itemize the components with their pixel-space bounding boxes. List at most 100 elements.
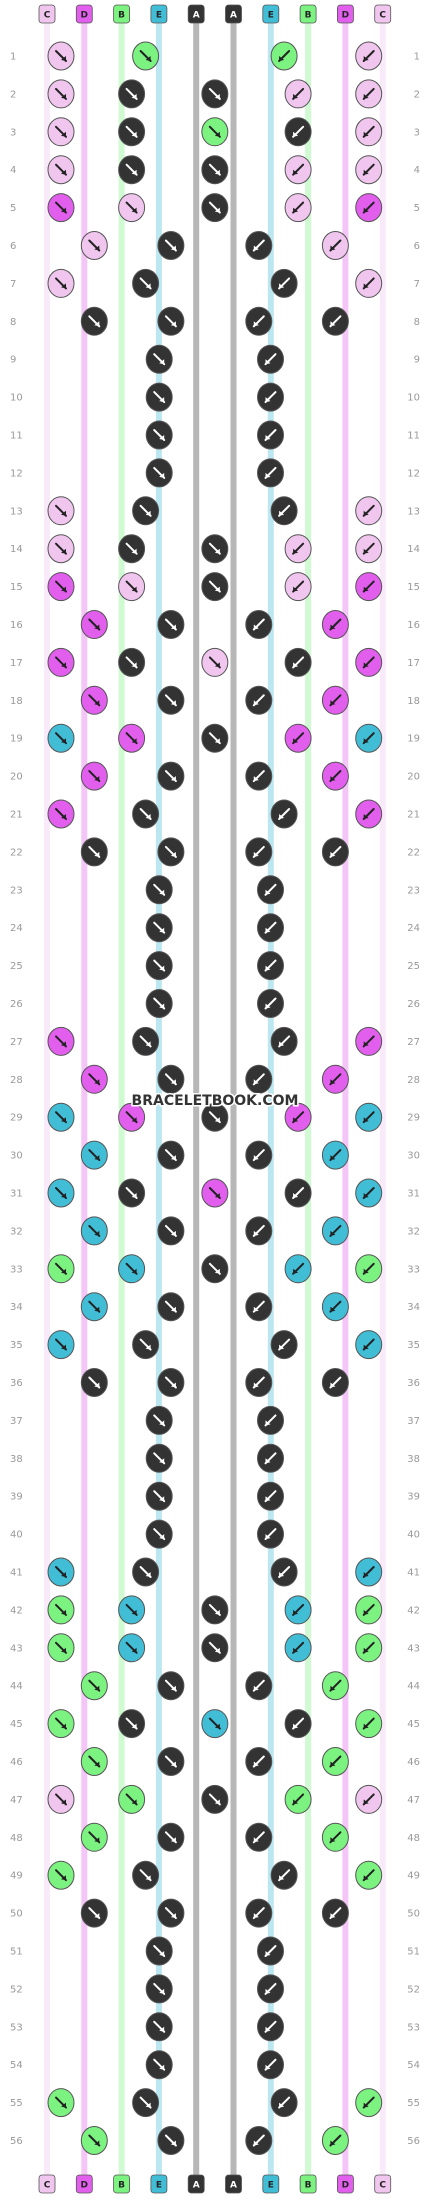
knot-arrowhead	[253, 700, 259, 706]
knot-arrowhead	[94, 1155, 100, 1161]
knot-arrowhead	[330, 1913, 336, 1919]
row-number-left: 27	[10, 1037, 23, 1048]
bottom-strand-label: A	[230, 2181, 237, 2191]
knot-arrowhead	[330, 851, 336, 857]
row-number-left: 18	[10, 696, 23, 707]
row-number-right: 47	[407, 1795, 420, 1806]
knot-arrowhead	[214, 738, 220, 744]
row-number-right: 53	[407, 2022, 420, 2033]
knot-arrowhead	[159, 927, 165, 933]
bottom-strand-label: D	[81, 2181, 88, 2191]
knot-arrowhead	[61, 1268, 66, 1274]
row-number-left: 50	[10, 1909, 23, 1920]
knot-arrowhead	[293, 1268, 299, 1274]
row-number-left: 7	[10, 279, 16, 290]
knot-arrowhead	[131, 1193, 137, 1198]
top-strand-label: B	[118, 11, 125, 21]
knot-arrowhead	[363, 169, 369, 175]
bottom-label-swatch	[374, 2174, 392, 2194]
row-number-left: 47	[10, 1795, 23, 1806]
bottom-label-swatch	[187, 2174, 205, 2194]
knot-arrowhead	[61, 1723, 66, 1729]
row-number-right: 42	[407, 1605, 420, 1616]
knot-arrowhead	[61, 1799, 66, 1805]
knot-arrowhead	[265, 1496, 271, 1502]
row-number-left: 31	[10, 1189, 23, 1200]
knot-arrowhead	[131, 93, 137, 99]
row-number-left: 22	[10, 847, 23, 858]
knot-arrowhead	[159, 1003, 165, 1009]
knot-arrowhead	[363, 586, 369, 592]
knot-arrowhead	[61, 1041, 66, 1047]
knot-arrowhead	[293, 1723, 299, 1729]
knot-arrowhead	[265, 1951, 271, 1956]
top-strand-label: E	[156, 11, 162, 21]
top-strand-label: C	[44, 11, 51, 21]
knot-arrowhead	[131, 548, 137, 554]
knot-arrowhead	[94, 1382, 100, 1388]
knot-arrowhead	[253, 245, 259, 251]
watermark: BRACELETBOOK.COM	[132, 1093, 299, 1109]
row-number-left: 33	[10, 1264, 23, 1275]
row-number-right: 40	[407, 1530, 420, 1541]
top-label-swatch	[187, 4, 205, 24]
row-number-left: 40	[10, 1530, 23, 1541]
knot-arrowhead	[253, 624, 259, 630]
top-label-swatch	[225, 4, 242, 24]
knot-arrowhead	[293, 738, 299, 744]
bottom-label-swatch	[150, 2174, 168, 2194]
row-number-left: 49	[10, 1871, 23, 1882]
knot-arrowhead	[214, 1609, 220, 1615]
knot-arrowhead	[253, 1837, 259, 1843]
row-number-right: 30	[407, 1151, 420, 1162]
row-number-right: 7	[414, 279, 420, 290]
row-number-right: 55	[407, 2098, 420, 2109]
knot-arrowhead	[265, 397, 271, 403]
row-number-left: 25	[10, 961, 23, 972]
knot-arrowhead	[170, 1230, 176, 1236]
knot-arrowhead	[94, 851, 100, 857]
row-number-right: 33	[407, 1264, 420, 1275]
row-number-right: 1	[414, 52, 420, 63]
knot-arrowhead	[330, 1230, 336, 1236]
bottom-label-swatch	[225, 2174, 242, 2194]
row-number-right: 54	[407, 2060, 420, 2071]
knot-arrowhead	[265, 927, 271, 933]
knot-arrowhead	[279, 283, 285, 289]
knot-arrowhead	[214, 1723, 220, 1729]
row-number-right: 25	[407, 961, 420, 972]
knot-arrowhead	[214, 1117, 220, 1123]
top-label-swatch	[374, 4, 392, 24]
bottom-strand-label: A	[193, 2181, 200, 2191]
row-number-left: 17	[10, 658, 23, 669]
knot-arrowhead	[330, 1155, 336, 1161]
knot-arrowhead	[279, 1572, 285, 1577]
knot-arrowhead	[253, 1913, 259, 1919]
row-number-right: 21	[407, 810, 420, 821]
knot-arrowhead	[131, 662, 137, 668]
row-number-left: 1	[10, 52, 16, 63]
knot-arrowhead	[145, 283, 151, 289]
knot-arrowhead	[293, 586, 299, 592]
knot-arrowhead	[131, 586, 137, 592]
knot-arrowhead	[61, 1572, 66, 1577]
knot-arrowhead	[214, 662, 220, 668]
knot-arrowhead	[170, 1761, 176, 1767]
row-number-left: 45	[10, 1719, 23, 1730]
knot-arrowhead	[279, 1344, 285, 1350]
knot-arrowhead	[170, 851, 176, 857]
row-number-left: 28	[10, 1075, 23, 1086]
knot-arrowhead	[131, 1268, 137, 1274]
knot-arrowhead	[363, 1344, 369, 1350]
knot-arrowhead	[330, 321, 336, 327]
knot-arrowhead	[159, 1951, 165, 1956]
knot-arrowhead	[279, 1875, 285, 1881]
knot-arrowhead	[253, 776, 259, 782]
knot-arrowhead	[265, 2026, 271, 2032]
knot-arrowhead	[170, 321, 176, 327]
row-number-left: 36	[10, 1378, 23, 1389]
knot-arrowhead	[61, 662, 66, 668]
knot-arrowhead	[94, 776, 100, 782]
knot-arrowhead	[94, 245, 100, 251]
